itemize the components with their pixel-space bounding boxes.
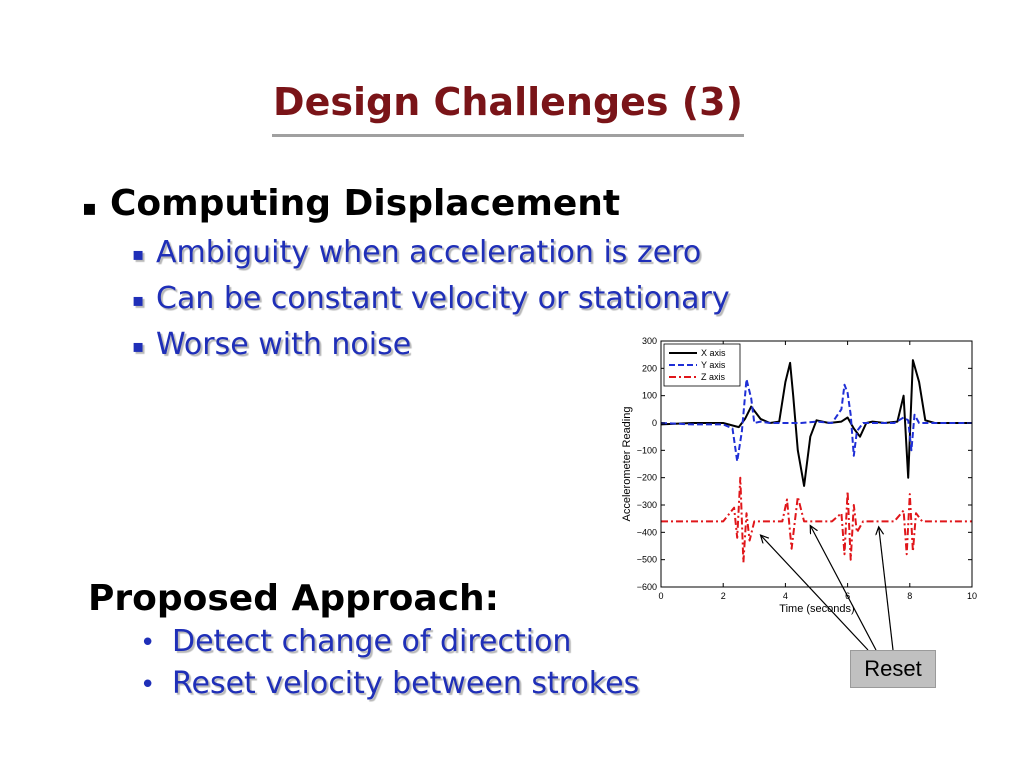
proposed-approach-heading: Proposed Approach: (88, 578, 500, 619)
x-tick-label: 2 (721, 591, 726, 601)
square-bullet-icon: ▪ (132, 290, 145, 311)
x-tick-label: 8 (907, 591, 912, 601)
y-tick-label: −400 (637, 527, 657, 537)
y-tick-label: 200 (642, 363, 657, 373)
reset-pointer-arrow (879, 527, 894, 651)
round-bullet-icon: • (140, 628, 156, 658)
series-line-1 (660, 359, 972, 487)
square-bullet-icon: ▪ (82, 196, 97, 221)
sub-bullet-ambiguity: Ambiguity when acceleration is zero (156, 235, 702, 270)
reset-label-box: Reset (850, 650, 936, 688)
y-tick-label: −500 (637, 555, 657, 565)
x-axis-label: Time (seconds) (779, 603, 854, 615)
x-tick-label: 0 (658, 591, 663, 601)
reset-pointer-arrow (810, 526, 877, 651)
x-tick-label: 10 (967, 591, 977, 601)
slide-title: Design Challenges (3) (273, 80, 743, 124)
legend-label: X axis (701, 348, 726, 358)
x-tick-label: 6 (845, 591, 850, 601)
plot-frame (660, 340, 973, 588)
legend-label: Z axis (701, 372, 726, 382)
sub-bullet-constant-velocity: Can be constant velocity or stationary (156, 281, 730, 316)
title-underline (272, 134, 744, 137)
y-tick-label: 100 (642, 391, 657, 401)
round-bullet-icon: • (140, 670, 156, 700)
bullet-computing-displacement: Computing Displacement (110, 183, 621, 224)
y-tick-label: −600 (637, 582, 657, 592)
legend-box (663, 343, 741, 387)
series-line-2 (660, 378, 972, 463)
y-tick-label: −200 (637, 473, 657, 483)
sub-bullet-noise: Worse with noise (156, 327, 412, 362)
y-tick-label: −300 (637, 500, 657, 510)
y-tick-label: 300 (642, 336, 657, 346)
y-tick-label: 0 (652, 418, 657, 428)
square-bullet-icon: ▪ (132, 244, 145, 265)
approach-bullet-reset: Reset velocity between strokes (172, 666, 640, 701)
y-axis-label: Accelerometer Reading (621, 407, 633, 522)
x-tick-label: 4 (783, 591, 788, 601)
square-bullet-icon: ▪ (132, 336, 145, 357)
legend-label: Y axis (701, 360, 726, 370)
y-tick-label: −100 (637, 445, 657, 455)
reset-pointer-arrow (761, 535, 869, 651)
series-line-3 (661, 476, 972, 564)
approach-bullet-detect: Detect change of direction (172, 624, 572, 659)
